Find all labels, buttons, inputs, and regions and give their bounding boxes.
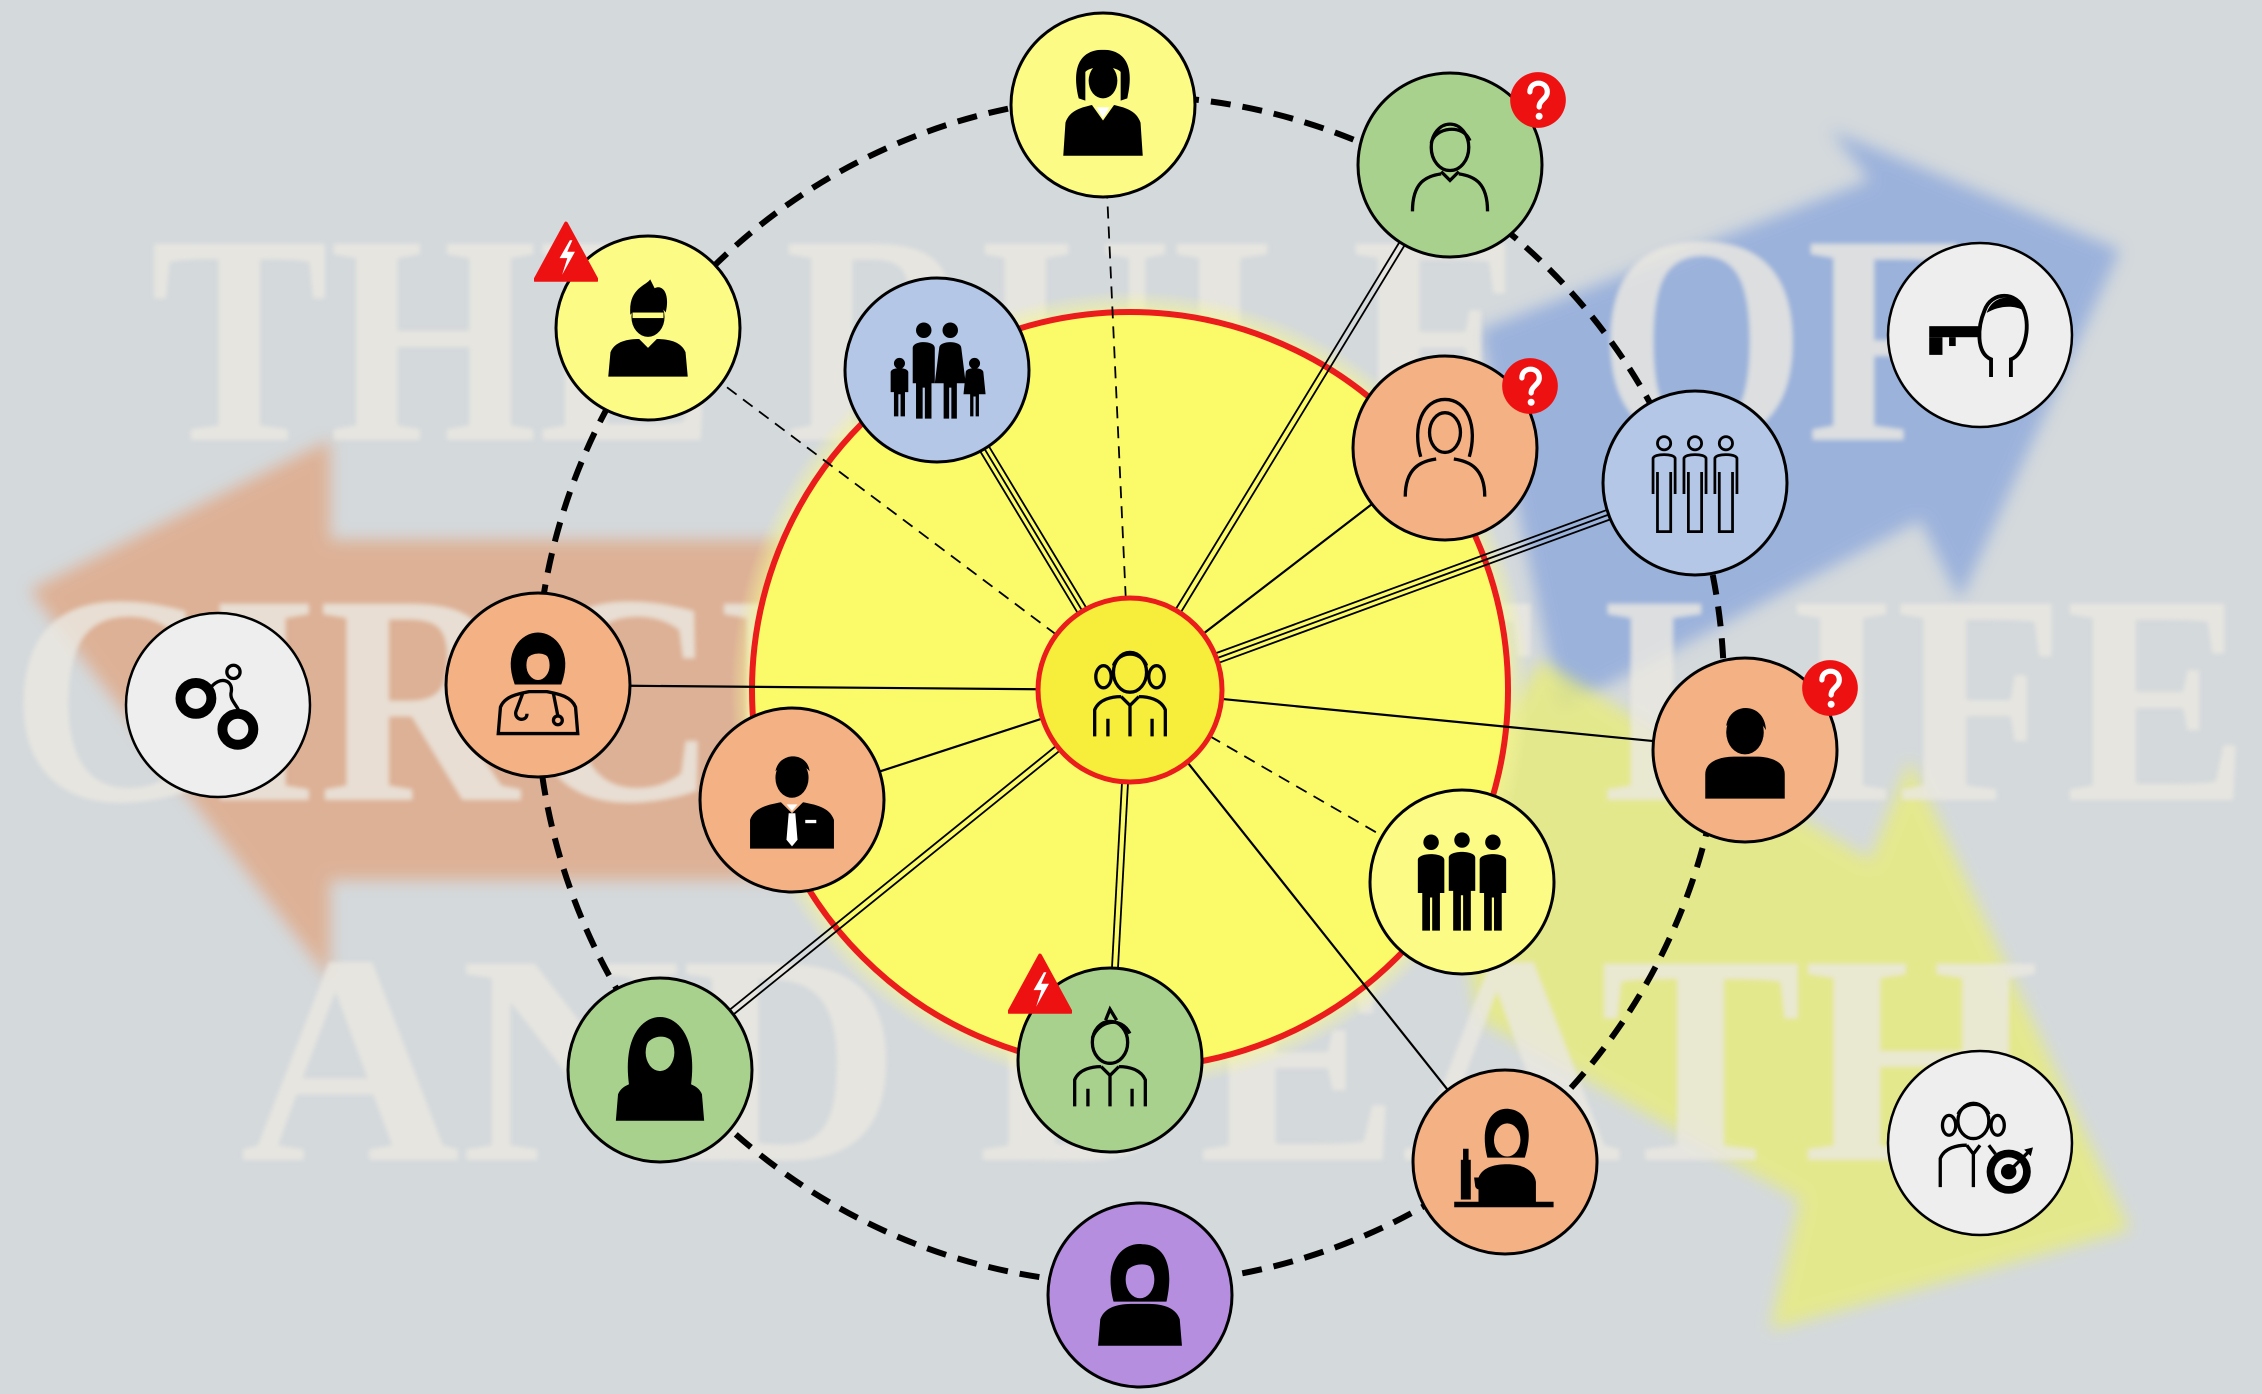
node-circle	[124, 611, 312, 799]
node-woman-bottom[interactable]	[1046, 1201, 1234, 1389]
link-boy-bottom	[1111, 781, 1129, 969]
link-family	[979, 445, 1088, 615]
node-woman-top[interactable]	[1009, 11, 1197, 199]
question-icon	[1502, 358, 1558, 414]
node-family[interactable]	[843, 276, 1031, 464]
link-businessman	[879, 717, 1043, 773]
node-bartender[interactable]	[1411, 1068, 1599, 1256]
outside-nodes	[124, 241, 2074, 1237]
link-woman-right	[1202, 503, 1373, 635]
node-circle	[1411, 1068, 1599, 1256]
node-group-outline[interactable]	[1601, 389, 1789, 577]
node-circle	[1009, 11, 1197, 199]
question-icon	[1510, 72, 1566, 128]
node-handcuffs[interactable]	[124, 611, 312, 799]
node-circle	[1035, 595, 1225, 785]
link-man-top-right	[1174, 241, 1406, 614]
node-circle	[1016, 966, 1204, 1154]
connection-links	[629, 196, 1654, 1091]
node-woman-long-hair[interactable]	[566, 976, 754, 1164]
link-man-right	[1221, 697, 1654, 743]
node-circle	[698, 706, 886, 894]
node-man-top-right[interactable]	[1356, 71, 1566, 259]
link-bartender	[1186, 761, 1449, 1091]
link-group-outline	[1214, 509, 1611, 664]
node-circle	[444, 591, 632, 779]
link-boy-top-left	[721, 382, 1057, 636]
node-target-girl[interactable]	[1886, 1049, 2074, 1237]
node-circle	[1886, 1049, 2074, 1237]
node-doctor[interactable]	[444, 591, 632, 779]
node-gunman[interactable]	[1886, 241, 2074, 429]
link-woman-top	[1106, 196, 1127, 599]
node-circle	[1356, 71, 1544, 259]
node-woman-right[interactable]	[1351, 354, 1558, 542]
node-boy-bottom[interactable]	[1008, 953, 1204, 1154]
link-group-solid	[1209, 735, 1383, 837]
link-doctor	[629, 684, 1039, 691]
node-center[interactable]	[1035, 595, 1225, 785]
node-boy-top-left[interactable]	[534, 221, 742, 422]
link-woman-long-hair	[729, 744, 1061, 1016]
person-nodes	[444, 11, 1858, 1389]
question-icon	[1802, 660, 1858, 716]
node-group-solid[interactable]	[1368, 788, 1556, 976]
node-man-right[interactable]	[1651, 656, 1858, 844]
node-businessman[interactable]	[698, 706, 886, 894]
node-circle	[1351, 354, 1539, 542]
node-circle	[1601, 389, 1789, 577]
